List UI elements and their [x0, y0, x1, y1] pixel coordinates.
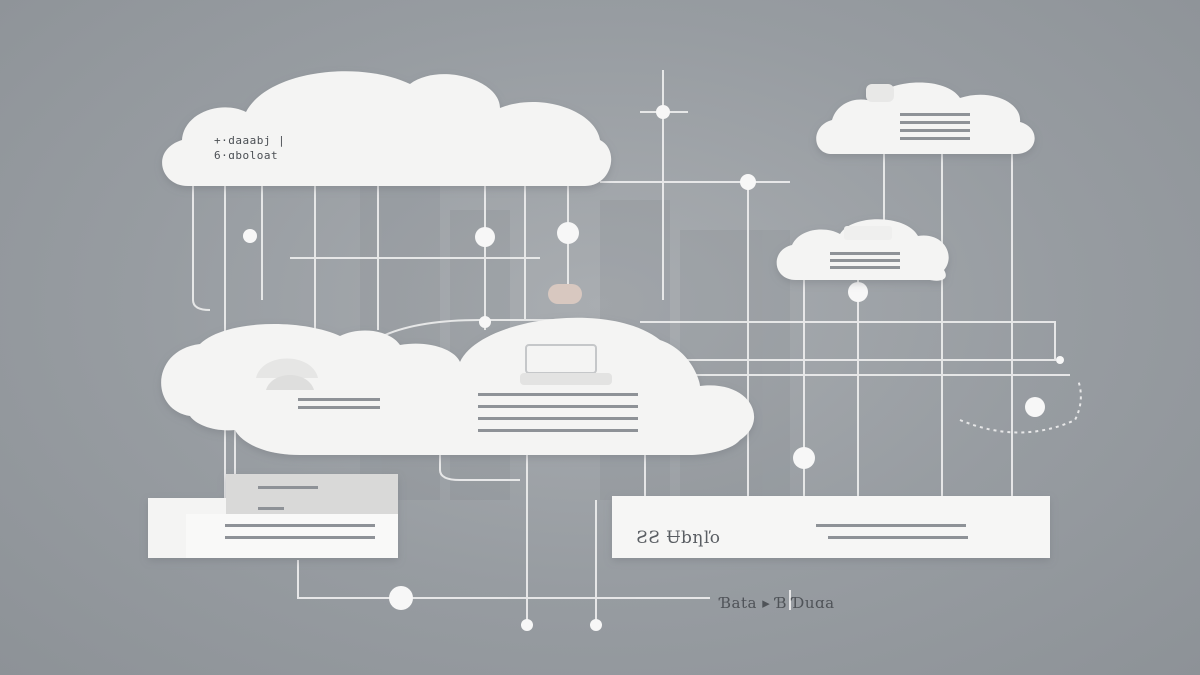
node-dot [590, 619, 602, 631]
node-dot [793, 447, 815, 469]
node-dot [479, 316, 491, 328]
panel-right-label: ƧƧ Ʉbƞľo [636, 528, 721, 548]
node-dot [740, 174, 756, 190]
node-dot [848, 282, 868, 302]
node-dots [243, 105, 1064, 631]
node-dot [1056, 356, 1064, 364]
panel-left-lines [225, 486, 375, 539]
server-icon [830, 252, 900, 269]
server-icon [900, 113, 970, 140]
cloud-label-line-1: +·daaabj | [214, 134, 286, 147]
cloud-icon [162, 71, 612, 186]
node-dot [475, 227, 495, 247]
node-dot [521, 619, 533, 631]
node-dot [1025, 397, 1045, 417]
server-icon [298, 393, 638, 432]
cloud-icon [776, 219, 949, 281]
cloud-label-line-2: 6·ɑboloat [214, 149, 279, 162]
accent-node [548, 284, 582, 304]
node-dot [243, 229, 257, 243]
panel-right-lines [816, 524, 968, 539]
node-dot [389, 586, 413, 610]
node-dot [656, 105, 670, 119]
connector-lines [192, 70, 1082, 625]
cloud-icon [161, 317, 755, 455]
bottom-annotation: Ɓata ▸ Ɓ Ɗuɑa [720, 594, 835, 612]
cloud-icon [816, 82, 1035, 154]
node-dot [557, 222, 579, 244]
